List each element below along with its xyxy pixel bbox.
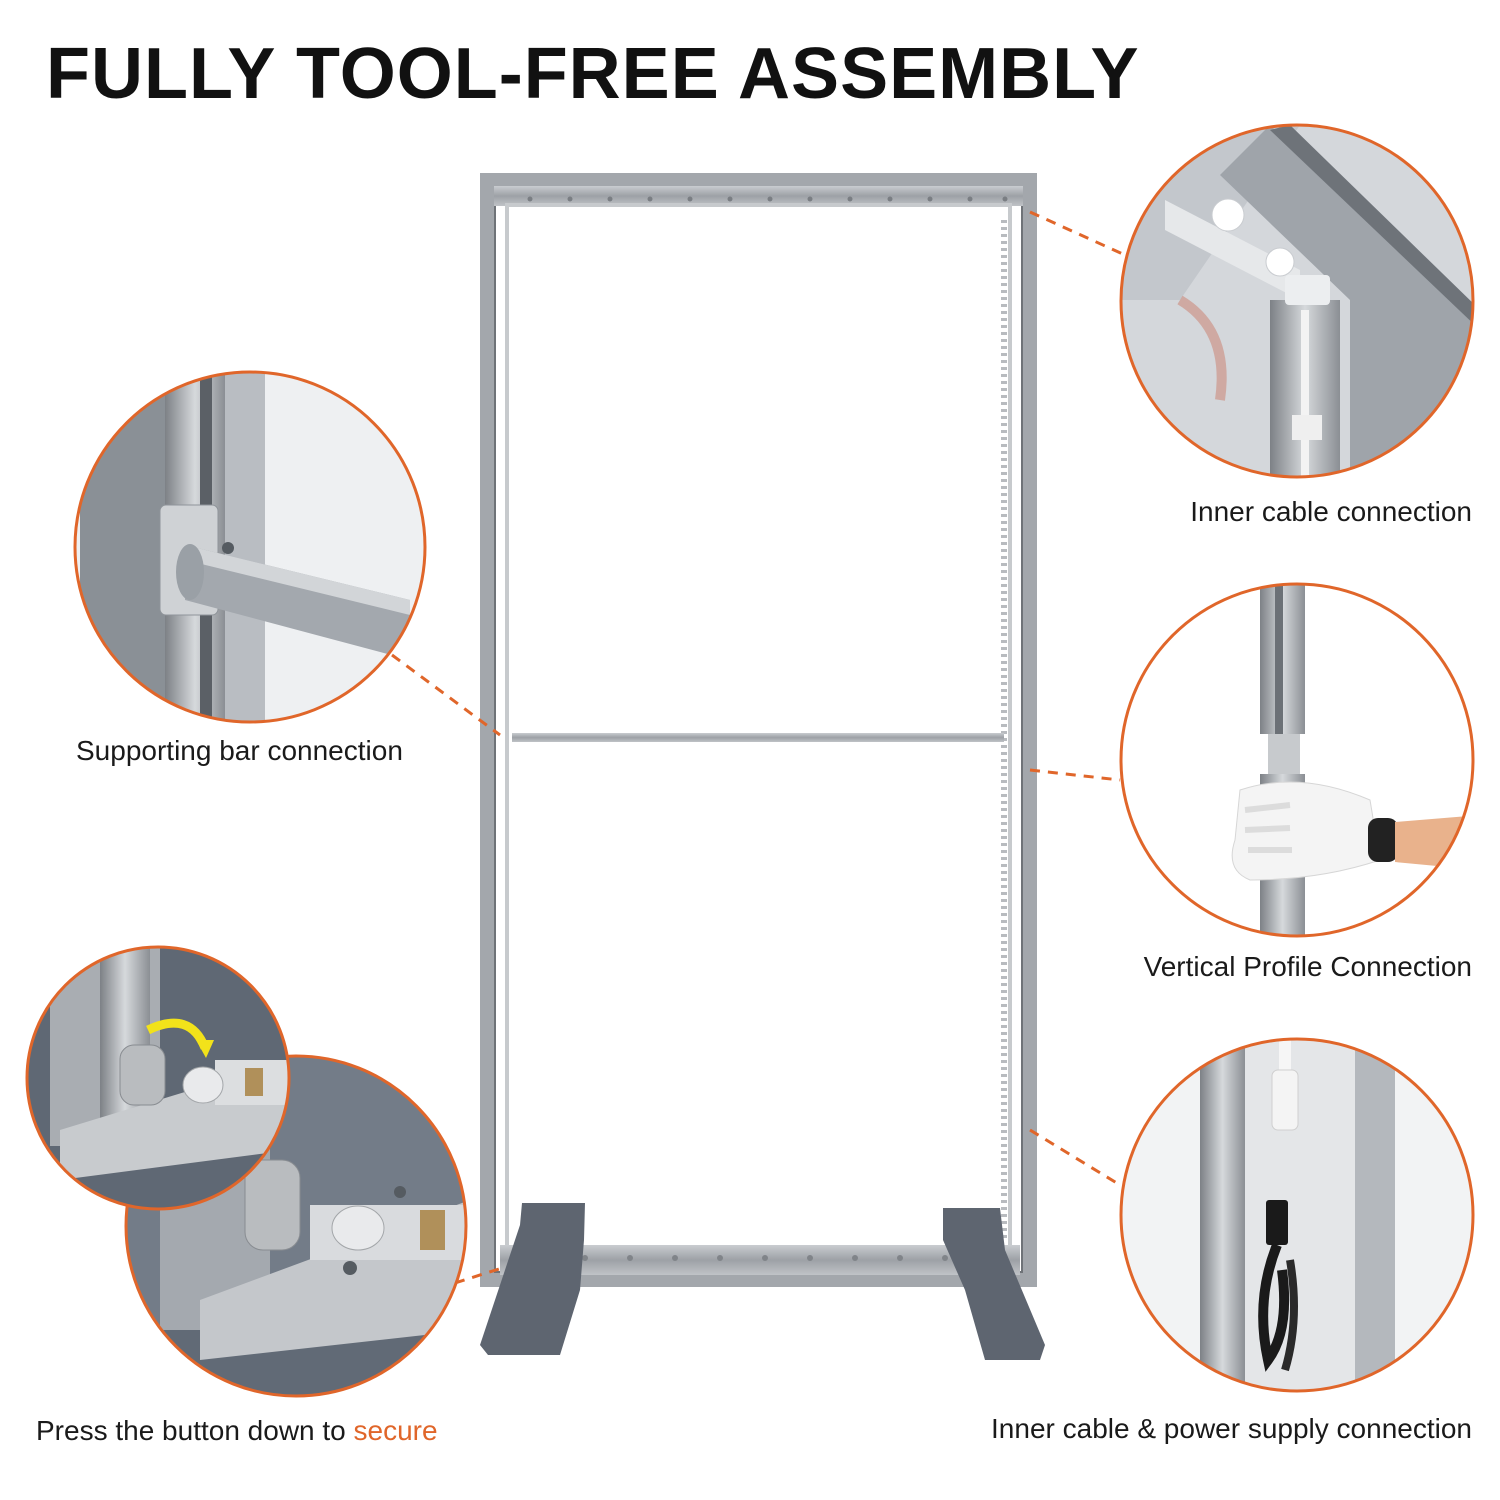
caption-inner-cable: Inner cable connection — [1190, 496, 1472, 527]
detail-vertical-profile — [1119, 582, 1475, 938]
detail-inner-cable — [1119, 123, 1475, 479]
page-title: FULLY TOOL-FREE ASSEMBLY — [46, 34, 1140, 114]
caption-press-button-text: Press the button down to — [36, 1415, 354, 1446]
detail-button-secure — [25, 945, 468, 1398]
leader-lines — [391, 210, 1126, 1285]
caption-inner-cable-power: Inner cable & power supply connection — [991, 1413, 1472, 1444]
detail-supporting-bar — [73, 370, 427, 724]
display-frame — [480, 173, 1045, 1360]
caption-vertical-profile: Vertical Profile Connection — [1143, 951, 1472, 982]
caption-press-button-accent: secure — [353, 1415, 438, 1446]
right-foot — [943, 1208, 1045, 1360]
caption-press-button: Press the button down to secure — [36, 1417, 438, 1445]
detail-power-supply — [1119, 1037, 1475, 1393]
caption-supporting-bar: Supporting bar connection — [76, 735, 403, 766]
left-foot — [480, 1203, 585, 1355]
